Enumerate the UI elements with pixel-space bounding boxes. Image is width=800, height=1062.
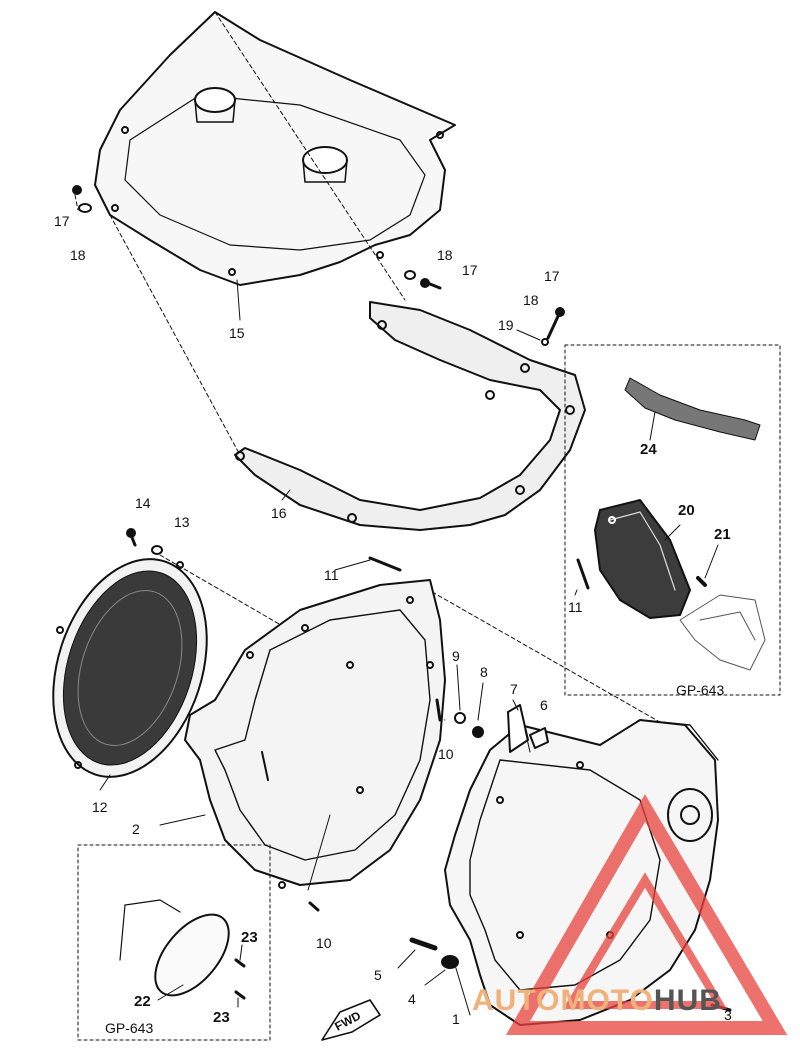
part-label-21: 21 [714,526,731,543]
part-label-12: 12 [92,799,108,815]
part-label-2: 2 [132,821,140,837]
part-label-10-upper: 10 [438,746,454,762]
part-label-18-right: 18 [523,292,539,308]
part-label-20: 20 [678,502,695,519]
fwd-arrow [321,999,381,1041]
part-label-10-lower: 10 [316,935,332,951]
part-label-18-left: 18 [70,247,86,263]
part-label-15: 15 [229,325,245,341]
part-label-18-middle: 18 [437,247,453,263]
part-label-14: 14 [135,495,151,511]
part-label-11-left: 11 [324,567,339,583]
option-box-left [77,844,271,1041]
strip-part-24 [624,377,761,441]
part-label-11-right: 11 [568,599,583,615]
part-label-19: 19 [498,317,514,333]
screen-part-12 [52,558,208,778]
bolts-and-washers [72,185,732,1012]
part-label-16: 16 [271,505,287,521]
watermark-text: AUTOMOTOHUB [472,984,722,1018]
part-label-6: 6 [540,697,548,713]
part-label-3: 3 [724,1007,732,1023]
watermark-logo [505,794,788,1035]
part-label-4: 4 [408,991,416,1007]
shroud-lower-part-16 [234,301,586,531]
watermark-text-part2: HUB [653,984,722,1017]
part-label-17-left: 17 [54,213,70,229]
left-box-caption: GP-643 [105,1020,154,1036]
part-label-23-upper: 23 [241,929,258,946]
part-label-8: 8 [480,664,488,680]
part-label-5: 5 [374,967,382,983]
part-label-17-right: 17 [544,268,560,284]
plate-part-20 [594,499,691,619]
right-box-caption: GP-643 [676,682,725,698]
shroud-upper-part-15 [94,11,456,286]
option-box-right [564,344,781,696]
part-label-22: 22 [134,993,151,1010]
disc-part-22 [119,899,230,997]
fan-housing-part-2 [184,579,446,889]
part-label-17-middle: 17 [462,262,478,278]
watermark-text-part1: AUTOMOTO [472,984,654,1017]
part-label-7: 7 [510,681,518,697]
part-label-1: 1 [452,1011,460,1027]
part-label-23-lower: 23 [213,1009,230,1026]
part-label-13: 13 [174,514,190,530]
part-label-9: 9 [452,648,460,664]
part-label-24: 24 [640,441,657,458]
